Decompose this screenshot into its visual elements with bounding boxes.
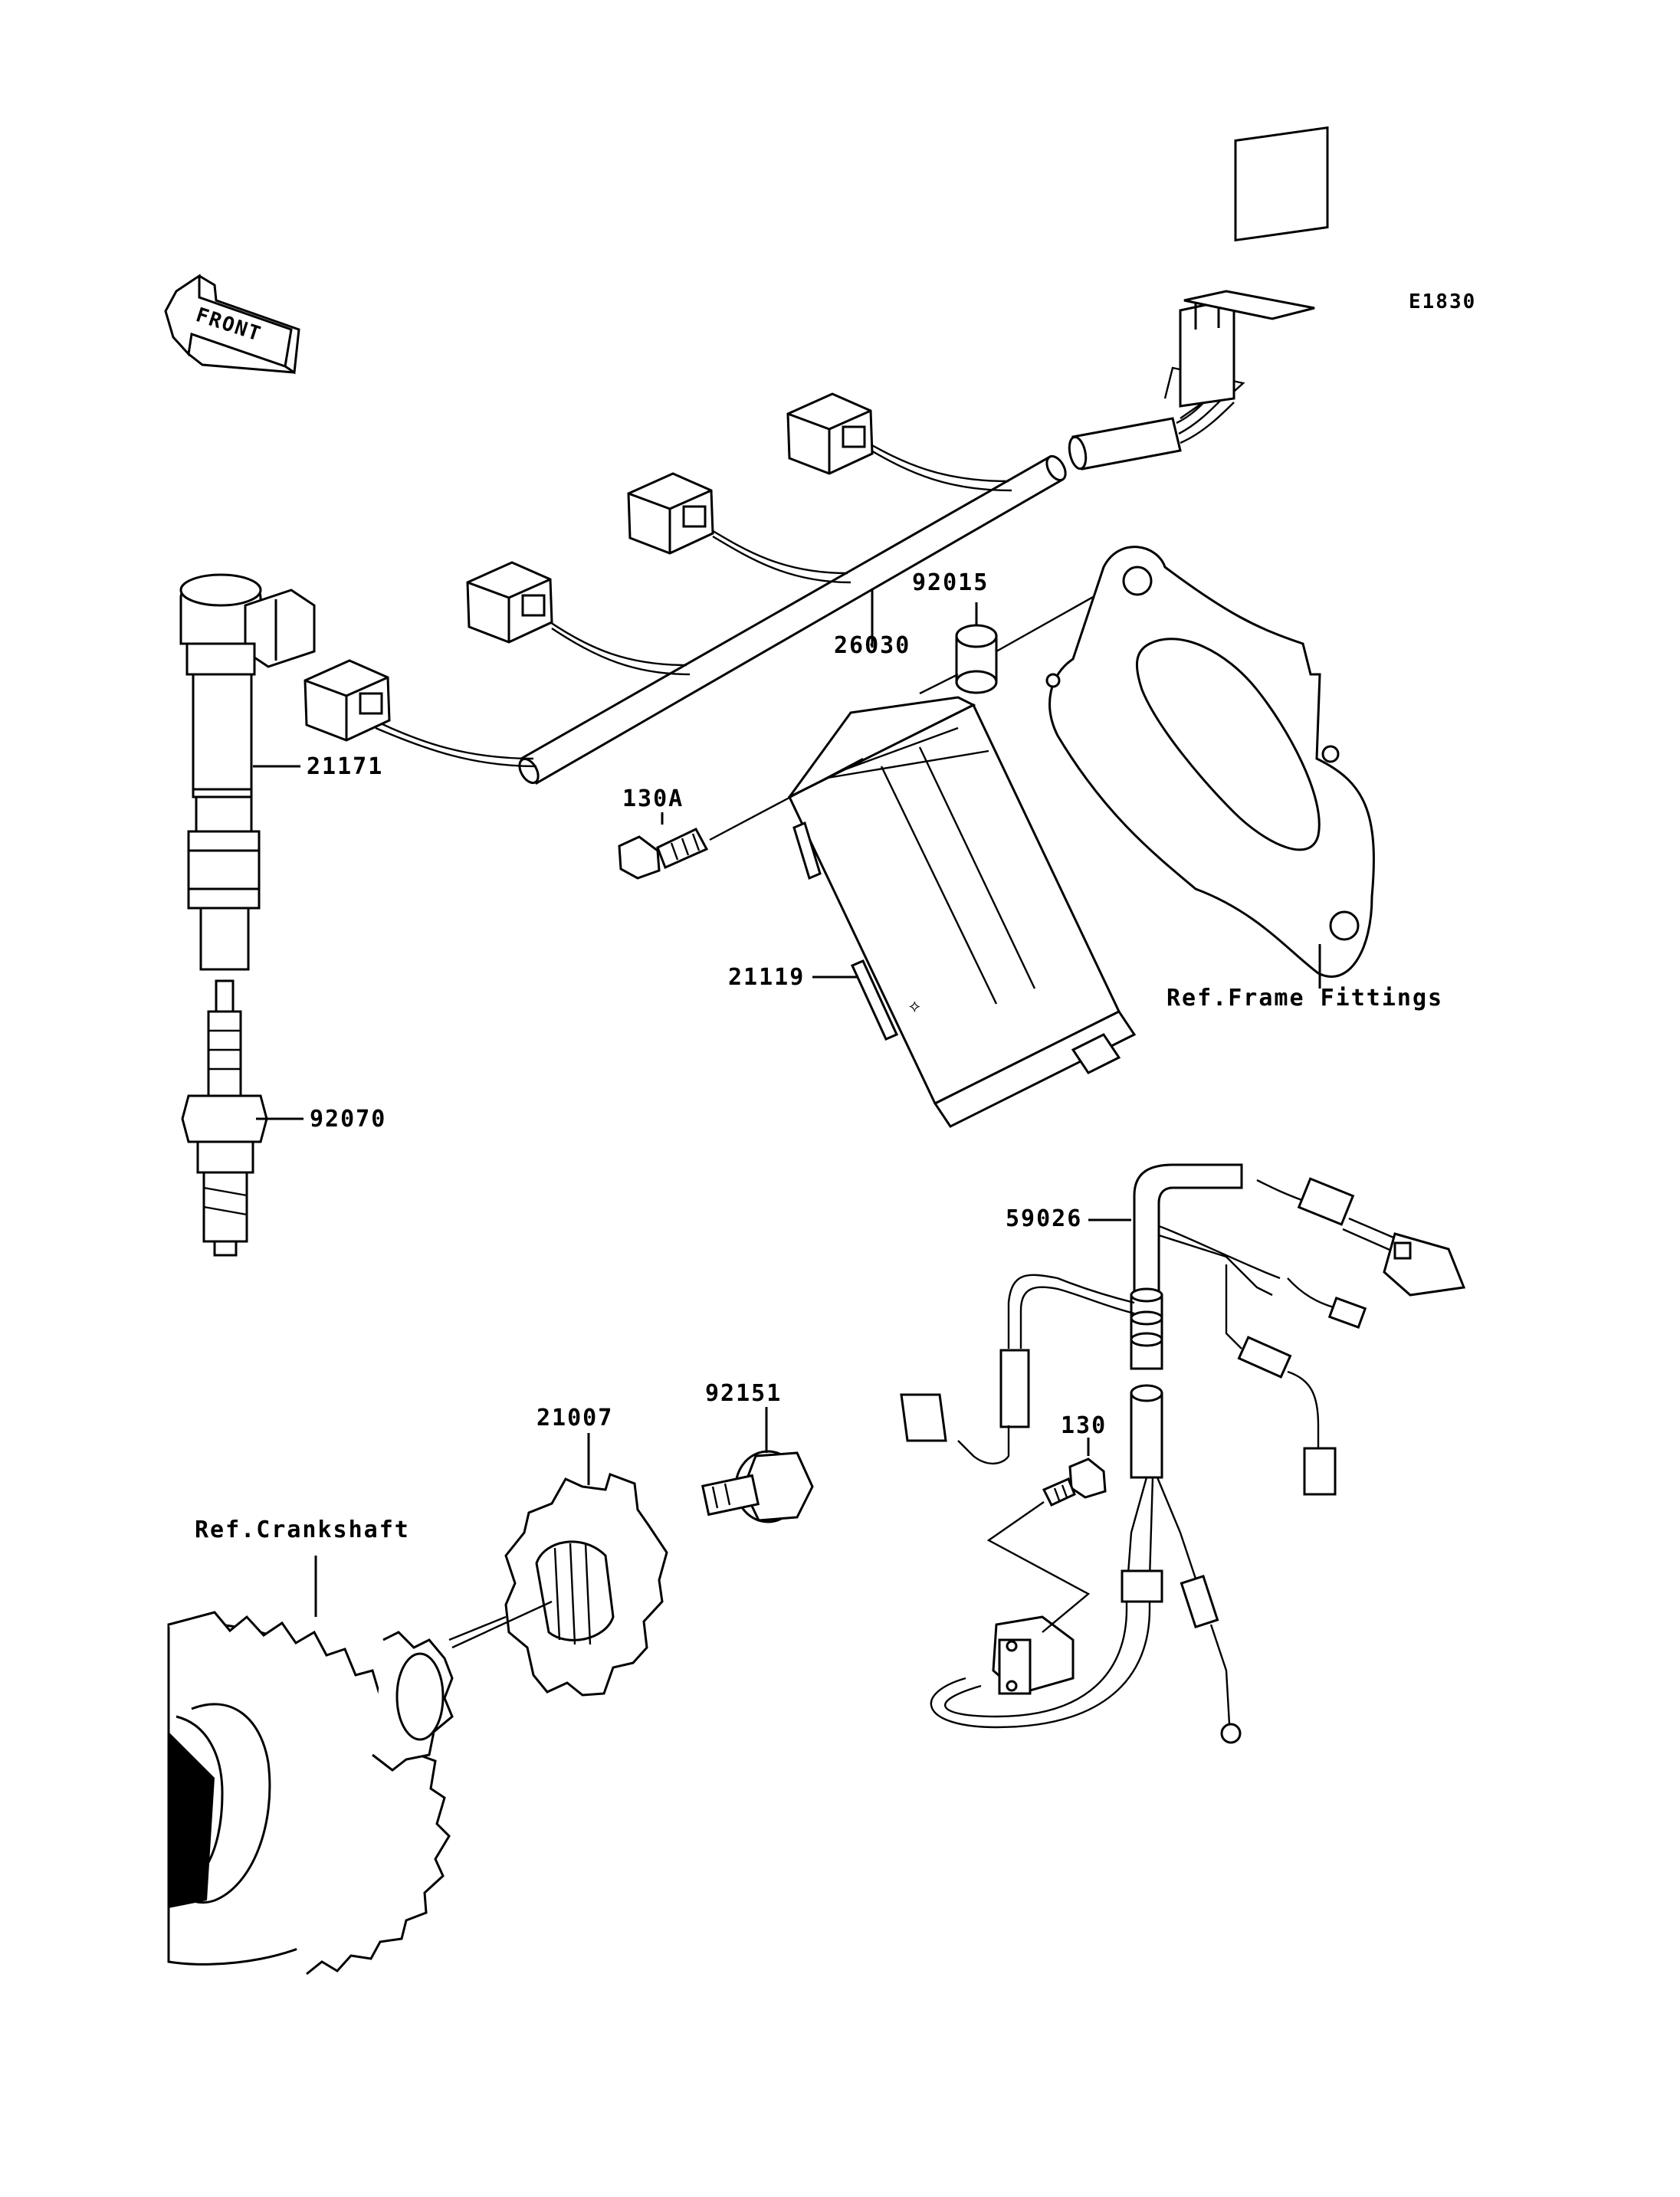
- label-130a: 130A: [622, 785, 684, 812]
- coil-connector-3: [627, 472, 851, 584]
- coil-connector-2: [466, 561, 691, 676]
- label-26030: 26030: [834, 632, 911, 659]
- collar: [955, 624, 998, 694]
- label-ref-crankshaft: Ref.Crankshaft: [195, 1517, 410, 1543]
- label-92070: 92070: [310, 1106, 386, 1133]
- label-21119: 21119: [728, 964, 805, 991]
- igniter-ecu: ⟡: [788, 696, 1137, 1128]
- ecu-bracket: [1045, 546, 1375, 978]
- coil-connector-4: [786, 392, 1012, 492]
- label-ref-frame-fittings: Ref.Frame Fittings: [1166, 985, 1443, 1012]
- label-92015: 92015: [912, 569, 989, 596]
- stick-coil: [179, 573, 316, 971]
- bolt-130: [1042, 1458, 1107, 1507]
- bolt-92151: [701, 1450, 814, 1523]
- label-59026: 59026: [1006, 1205, 1082, 1232]
- diagram-code: E1830: [1409, 290, 1476, 313]
- crank-sensor-harness: [900, 1163, 1466, 1744]
- label-21007: 21007: [536, 1405, 613, 1431]
- label-92151: 92151: [705, 1380, 782, 1407]
- bolt-130a: [618, 828, 709, 880]
- spark-plug: [181, 979, 268, 1257]
- label-130: 130: [1061, 1412, 1107, 1439]
- label-21171: 21171: [307, 753, 383, 780]
- front-arrow-icon: FRONT: [164, 274, 300, 375]
- timing-rotor: [504, 1473, 668, 1697]
- crankshaft: [167, 1611, 507, 1976]
- stick-coil-harness: [304, 126, 1329, 785]
- coil-connector-1: [304, 659, 537, 768]
- svg-text:⟡: ⟡: [909, 997, 920, 1016]
